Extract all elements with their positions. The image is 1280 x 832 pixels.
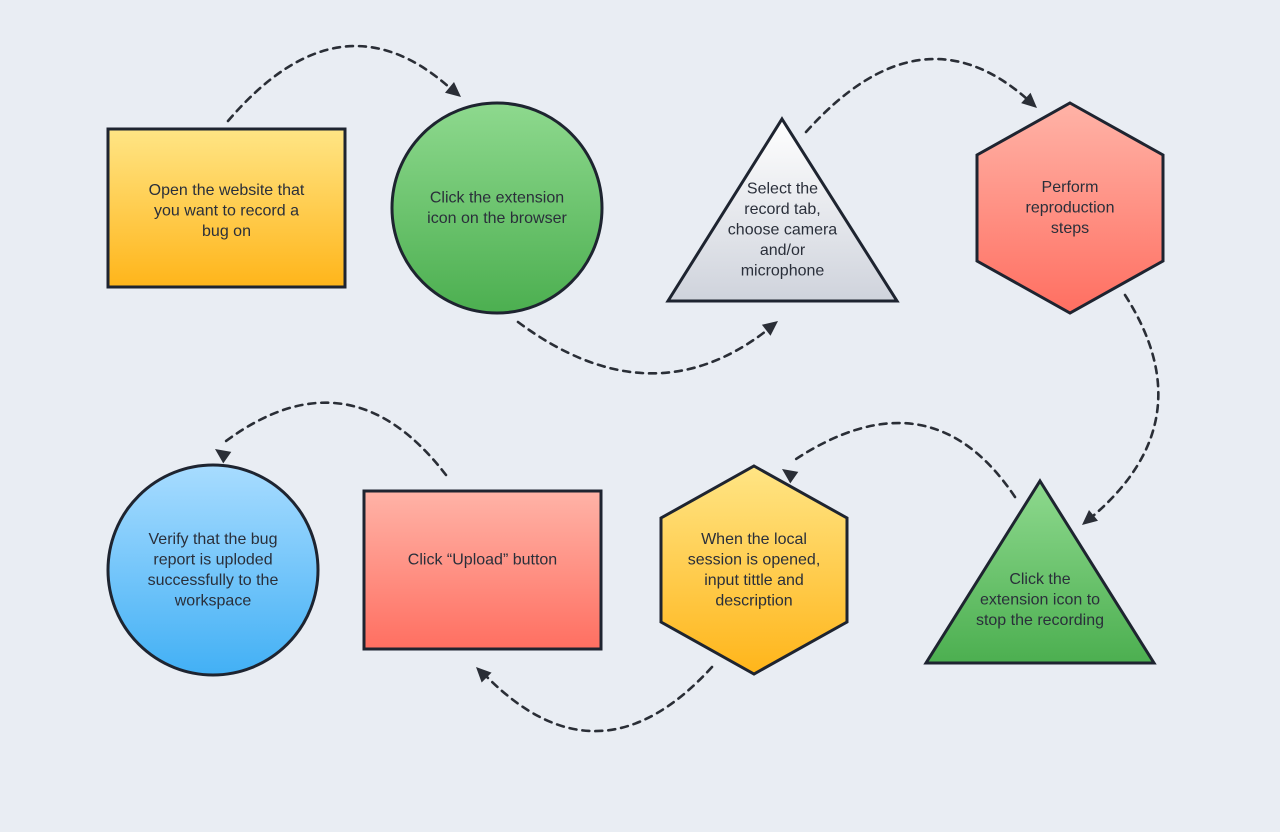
dashed-connector (226, 44, 452, 123)
hexagon-shape (975, 101, 1165, 315)
step-label-line: and/or (760, 242, 806, 259)
arrow-head-icon (782, 469, 799, 484)
dashed-connector (516, 320, 768, 375)
step-label-line: description (715, 592, 792, 609)
step-stop-recording: Click the extension icon to stop the recor… (923, 478, 1157, 665)
arrow-head-icon (215, 449, 232, 464)
step-label: Click the extension icon on the browser (427, 189, 567, 227)
arrow-click-upload-to-verify-upload (215, 401, 448, 477)
step-select-record-tab: Select the record tab, choose camera and/or… (665, 116, 900, 303)
step-label-line: reproduction (1026, 200, 1115, 217)
step-click-extension: Click the extension icon on the browser (390, 101, 604, 315)
step-label: Click “Upload” button (408, 552, 557, 569)
dashed-connector (1091, 293, 1160, 518)
step-label-line: session is opened, (688, 551, 821, 568)
step-label-line: Click the extension (430, 189, 564, 206)
step-label: Open the website that you want to record … (149, 182, 305, 240)
triangle-shape (923, 478, 1157, 665)
step-click-upload: Click “Upload” button (362, 489, 603, 651)
rectangle-shape (362, 489, 603, 651)
arrow-head-icon (1082, 509, 1098, 525)
step-label: Click the extension icon to stop the recor… (976, 571, 1104, 629)
step-perform-steps: Perform reproduction steps (975, 101, 1165, 315)
dashed-connector (485, 665, 714, 733)
arrow-click-extension-to-select-record-tab (516, 320, 778, 375)
step-label-line: microphone (741, 263, 825, 280)
step-label: When the local session is opened, input ti… (688, 531, 821, 610)
circle-shape (106, 463, 320, 677)
step-label-line: you want to record a (154, 203, 299, 220)
circle-shape (390, 101, 604, 315)
arrow-perform-steps-to-stop-recording (1082, 293, 1160, 525)
arrow-head-icon (476, 667, 492, 683)
step-label-line: Click “Upload” button (408, 552, 557, 569)
step-open-website: Open the website that you want to record … (106, 127, 347, 289)
arrow-input-title-to-click-upload (476, 665, 714, 733)
step-label-line: input tittle and (704, 572, 804, 589)
arrow-open-website-to-click-extension (226, 44, 461, 123)
step-label-line: report is uploded (153, 551, 272, 568)
connector-arrows (215, 44, 1160, 733)
step-label-line: stop the recording (976, 612, 1104, 629)
step-label-line: Select the (747, 181, 818, 198)
step-label-line: Perform (1042, 179, 1099, 196)
step-label-line: steps (1051, 220, 1089, 237)
step-label-line: Click the (1009, 571, 1070, 588)
step-label: Verify that the bug report is uploded succ… (148, 531, 279, 610)
step-label-line: extension icon to (980, 592, 1100, 609)
flow-steps: Open the website that you want to record … (106, 101, 1165, 677)
hexagon-shape (659, 464, 849, 676)
step-label-line: workspace (174, 592, 252, 609)
step-label-line: bug on (202, 223, 251, 240)
rectangle-shape (106, 127, 347, 289)
dashed-connector (804, 57, 1029, 134)
step-label-line: record tab, (744, 201, 820, 218)
step-label-line: Verify that the bug (149, 531, 278, 548)
step-label: Perform reproduction steps (1026, 179, 1115, 237)
arrow-head-icon (445, 81, 461, 97)
step-label-line: successfully to the (148, 572, 279, 589)
step-input-title: When the local session is opened, input ti… (659, 464, 849, 676)
triangle-shape (665, 116, 900, 303)
step-label-line: Open the website that (149, 182, 305, 199)
step-label: Select the record tab, choose camera and/or… (728, 181, 837, 280)
arrow-stop-recording-to-input-title (782, 421, 1017, 499)
step-label-line: choose camera (728, 222, 837, 239)
arrow-select-record-tab-to-perform-steps (804, 57, 1037, 134)
step-label-line: When the local (701, 531, 807, 548)
arrow-head-icon (761, 321, 778, 336)
step-verify-upload: Verify that the bug report is uploded succ… (106, 463, 320, 677)
step-label-line: icon on the browser (427, 210, 567, 227)
arrow-head-icon (1021, 92, 1037, 108)
